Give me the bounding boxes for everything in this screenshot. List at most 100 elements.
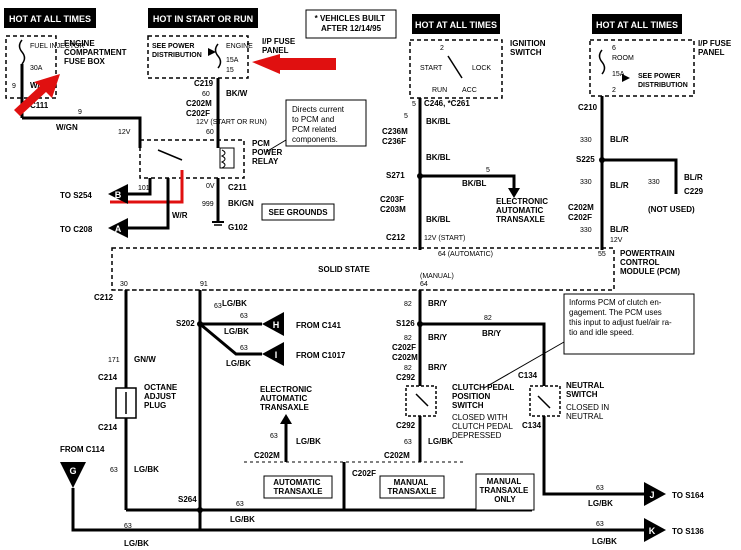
transaxle-top-2: AUTOMATIC xyxy=(496,206,543,215)
ip-fuse-2-desc: SEE POWER DISTRIBUTION xyxy=(638,73,688,89)
s264-lgbk: LG/BK xyxy=(230,515,255,524)
tm-lgbk: LG/BK xyxy=(296,437,321,446)
pcm-title-1: POWERTRAIN xyxy=(620,249,675,258)
h-lgbk: LG/BK xyxy=(224,327,249,336)
ignition-acc: ACC xyxy=(462,87,477,94)
ip-fuse-2-arrow xyxy=(622,74,630,82)
wire-330-d: 330 xyxy=(580,227,592,234)
relay-title: PCM POWER RELAY xyxy=(252,139,284,166)
wire-330-b: 330 xyxy=(648,179,660,186)
relay-12v-b: 12V (START OR RUN) xyxy=(196,119,267,126)
to-c208: TO C208 xyxy=(60,225,93,234)
manual-only-box xyxy=(475,473,535,511)
relay-pin-999: 999 xyxy=(202,201,214,208)
ip-fuse-2-outline xyxy=(589,39,695,97)
auto-box-2: TRANSAXLE xyxy=(274,487,324,496)
ip-fuse-1-fuse-label: ENGINE xyxy=(226,43,253,50)
ip-fuse-1-title: I/P FUSE PANEL xyxy=(262,37,297,55)
connector-g-label: G xyxy=(69,466,76,476)
clutch-title-1: CLUTCH PEDAL xyxy=(452,383,514,392)
neutral-switch xyxy=(529,385,561,417)
ip-fuse-2-title-1: I/P FUSE xyxy=(698,39,732,48)
ip-fuse-1-desc: SEE POWER DISTRIBUTION xyxy=(152,43,202,59)
ip-fuse-2-amp: 15A xyxy=(612,71,625,78)
transaxle-top-3: TRANSAXLE xyxy=(496,215,546,224)
ignition-wire-num: 5 xyxy=(404,113,408,120)
octane-n63: 63 xyxy=(110,467,118,474)
callout-1: Directs current xyxy=(292,105,345,114)
ip-fuse-2-num: 6 xyxy=(612,45,616,52)
wire-g-lgbk xyxy=(71,290,202,532)
transaxle-mid-arrow xyxy=(280,414,292,424)
relay-contact xyxy=(157,149,183,161)
pcm-pin-30: 30 xyxy=(120,281,128,288)
connector-k xyxy=(644,518,666,542)
neutral-desc-1: CLOSED IN xyxy=(566,403,609,412)
connector-h-label: H xyxy=(273,320,280,330)
manual-only-text: MANUAL TRANSAXLE ONLY xyxy=(479,477,530,504)
fuse-symbol xyxy=(18,39,26,65)
relay-wire-bkgn: BK/GN xyxy=(228,199,254,208)
transaxle-mid-3: TRANSAXLE xyxy=(260,403,310,412)
relay-0v: 0V xyxy=(206,183,215,190)
cl-c202m: C202M xyxy=(392,353,418,362)
clutch-desc: CLOSED WITH CLUTCH PEDAL DEPRESSED xyxy=(452,413,515,440)
wire-blr-c: BL/R xyxy=(610,181,629,190)
connector-j-label: J xyxy=(649,490,654,500)
conn-c212: C212 xyxy=(386,233,406,242)
octane-lgbk: LG/BK xyxy=(134,465,159,474)
ip-fuse-1-outline xyxy=(147,35,249,79)
see-grounds-text: SEE GROUNDS xyxy=(268,208,328,217)
manual-only-2: TRANSAXLE xyxy=(479,486,529,495)
conn-c212-label: 12V (START) xyxy=(424,235,465,242)
callout-box xyxy=(285,99,367,147)
wire-bkbl-4: BK/BL xyxy=(426,215,451,224)
splice-s126: S126 xyxy=(396,319,415,328)
relay-title-1: PCM xyxy=(252,139,270,148)
wire-9-label: 9 xyxy=(78,109,82,116)
g-lgbk: LG/BK xyxy=(124,539,149,548)
note-vehicles: * VEHICLES BUILT AFTER 12/14/95 xyxy=(315,14,388,33)
neutral-title: NEUTRAL SWITCH xyxy=(566,381,606,399)
cl-n82b: 82 xyxy=(404,335,412,342)
neutral-contact xyxy=(537,395,551,409)
fuse-amp: 30A xyxy=(30,65,43,72)
pcm-c212: C212 xyxy=(94,293,114,302)
callout-leader xyxy=(265,139,287,153)
ignition-c236f: C236F xyxy=(382,137,406,146)
note-vehicles-text-2: AFTER 12/14/95 xyxy=(321,24,382,33)
conn-c203f: C203F xyxy=(380,195,404,204)
j-n63: 63 xyxy=(596,485,604,492)
ip-fuse-2-desc-1: SEE POWER xyxy=(638,73,680,80)
ip-fuse-1-desc-1: SEE POWER xyxy=(152,43,194,50)
conn-c202m-r: C202M xyxy=(568,203,594,212)
connector-i xyxy=(262,342,284,366)
wire-330-c: 330 xyxy=(580,179,592,186)
pcm-pin-91: 91 xyxy=(200,281,208,288)
relay-conn-c211: C211 xyxy=(228,183,247,192)
neutral-conn-top: C134 xyxy=(518,371,538,380)
clutch-title: CLUTCH PEDAL POSITION SWITCH xyxy=(452,383,516,410)
red-arrow-1 xyxy=(14,74,60,116)
manual-box xyxy=(379,475,445,499)
k-n63: 63 xyxy=(596,521,604,528)
not-used: (NOT USED) xyxy=(648,205,695,214)
ip-fuse-1-title-1: I/P FUSE xyxy=(262,37,296,46)
transaxle-top: ELECTRONIC AUTOMATIC TRANSAXLE xyxy=(496,197,550,224)
k-lgbk: LG/BK xyxy=(592,537,617,546)
ip-fuse-2-conn: C210 xyxy=(578,103,598,112)
wire-to-transaxle xyxy=(420,174,516,192)
ip-fuse-1-symbol xyxy=(214,43,222,69)
ip-fuse-2-pin: 2 xyxy=(612,87,616,94)
wire-bkbl-3: BK/BL xyxy=(462,179,487,188)
octane-title-1: OCTANE xyxy=(144,383,178,392)
ignition-start: START xyxy=(420,65,443,72)
relay-coil xyxy=(219,147,235,169)
cl-n82c: 82 xyxy=(404,365,412,372)
see-grounds-box[interactable] xyxy=(261,203,335,221)
ip-fuse-2-wire: BL/R xyxy=(610,135,629,144)
clutch-note-2: gagement. The PCM uses xyxy=(569,308,662,317)
neutral-desc: CLOSED IN NEUTRAL xyxy=(566,403,611,421)
fuse-box-title-1: ENGINE xyxy=(64,39,95,48)
